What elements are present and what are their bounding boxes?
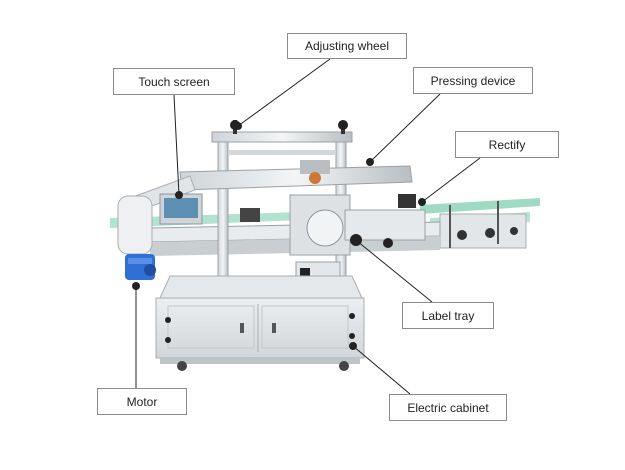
pressing-arm [179,160,413,191]
labeling-head [240,194,426,302]
callout-label-tray: Label tray [402,302,494,329]
leader-touch-screen [173,94,180,196]
leader-label-tray [356,240,433,303]
dot-pressing-device [366,158,374,166]
motor [125,254,156,280]
dot-adjusting-wheel [234,122,242,130]
leader-pressing-device [369,93,441,163]
leader-rectify [421,157,481,203]
dot-electric-cabinet [349,342,357,350]
dot-rectify [418,198,426,206]
callout-adjusting-wheel: Adjusting wheel [287,33,407,59]
leader-adjusting-wheel [237,58,331,127]
leader-electric-cabinet [352,345,411,395]
dot-motor [132,282,140,290]
leader-lines [132,58,481,395]
callout-touch-screen: Touch screen [113,68,235,95]
dot-touch-screen [175,191,183,199]
callout-rectify: Rectify [455,131,559,158]
electric-cabinet [155,275,365,371]
dot-label-tray [353,237,361,245]
callout-electric-cabinet: Electric cabinet [389,394,507,421]
callout-motor: Motor [97,388,187,415]
callout-pressing-device: Pressing device [413,67,533,94]
